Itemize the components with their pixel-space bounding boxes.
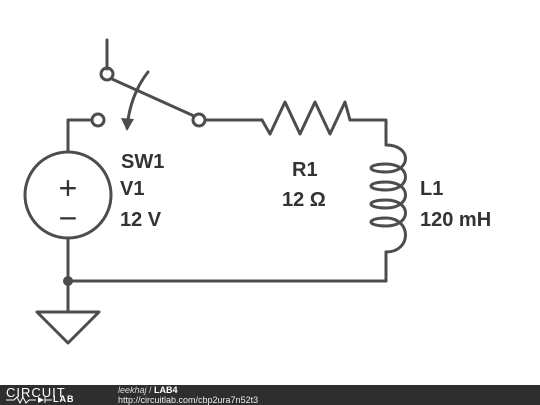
footer-project-link[interactable]: LAB4 [154,385,178,395]
logo-wordmark: CIRCUIT [6,385,66,400]
inductor-ref-label: L1 [420,178,443,200]
resistor-ref-label: R1 [292,159,318,181]
source-minus-sign: − [59,200,78,236]
inductor-value-label: 120 mH [420,209,491,231]
switch-sw1[interactable] [90,38,207,131]
source-ref-label: V1 [120,178,144,200]
source-value-label: 12 V [120,209,162,231]
voltage-source-v1[interactable]: + − [23,150,113,240]
resistor-value-label: 12 Ω [282,189,326,211]
footer-user-link[interactable]: leekhaj [118,385,147,395]
inductor-l1[interactable] [369,143,407,254]
source-plus-sign: + [59,170,78,206]
resistor-r1[interactable] [260,100,352,136]
logo-resistor-icon [6,396,52,404]
footer-bar: CIRCUIT LAB leekhaj / LAB4 http://circui… [0,385,540,405]
wire-network [66,118,388,314]
footer-url-link[interactable]: http://circuitlab.com/cbp2ura7n52t3 [118,395,259,405]
breadcrumb-separator: / [146,385,155,395]
circuitlab-logo[interactable]: CIRCUIT LAB [6,385,98,404]
circuit-schematic: + − SW1 V1 12 V R1 12 Ω L1 120 mH [23,38,491,345]
ground-symbol[interactable] [35,310,101,345]
switch-ref-label: SW1 [121,151,164,173]
logo-lab-text: LAB [53,394,75,404]
footer-breadcrumb: leekhaj / LAB4 [118,385,178,395]
junction-dot [63,276,73,286]
